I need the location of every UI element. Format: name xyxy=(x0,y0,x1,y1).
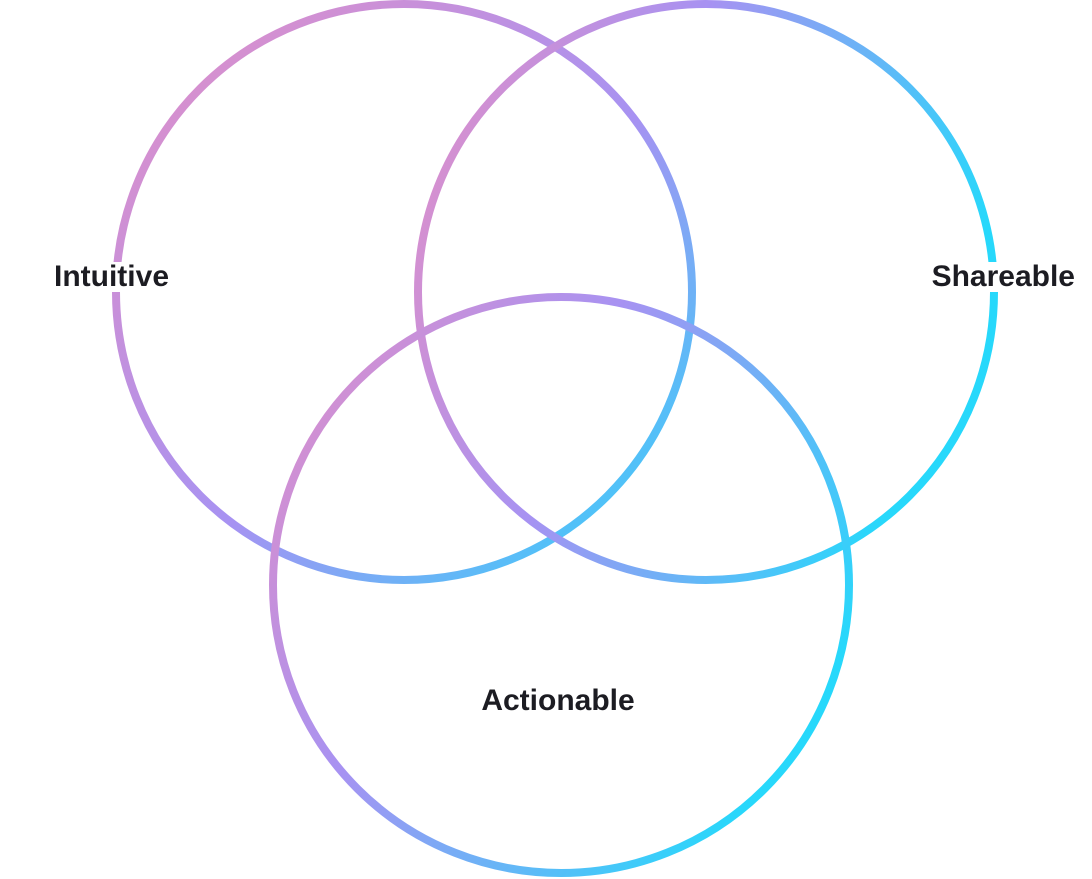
label-shareable: Shareable xyxy=(931,260,1075,293)
circle-actionable xyxy=(269,293,853,877)
circle-intuitive xyxy=(112,0,696,584)
circle-shareable xyxy=(414,0,998,584)
label-actionable: Actionable xyxy=(481,684,635,717)
label-intuitive: Intuitive xyxy=(54,260,170,293)
